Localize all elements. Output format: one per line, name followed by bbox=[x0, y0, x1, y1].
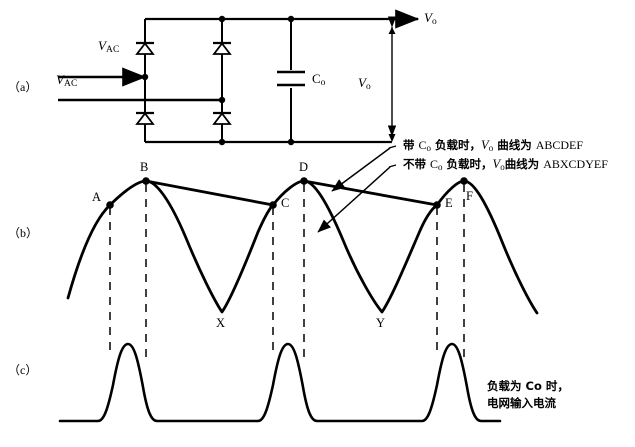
circuit-node bbox=[218, 96, 226, 104]
circuit-node bbox=[218, 15, 226, 23]
diode-d3 bbox=[212, 41, 232, 55]
vo-measure-arrow-head-up bbox=[388, 27, 396, 34]
circuit-node bbox=[141, 73, 149, 81]
leader-arrow-with-cap bbox=[331, 147, 391, 192]
leader-arrow-without-cap bbox=[317, 166, 391, 233]
circuit-node bbox=[218, 138, 226, 146]
leader-dash-with-cap bbox=[388, 145, 397, 149]
panel-tag-a: （a） bbox=[8, 80, 38, 94]
vo-label-output: Vo bbox=[424, 10, 437, 28]
annotation-input-current-line1: 负载为 Co 时， bbox=[487, 379, 569, 393]
waveform-point-a bbox=[106, 201, 114, 209]
annotation-input-current: 负载为 Co 时， 电网输入电流 bbox=[487, 378, 569, 411]
panel-tag-b: （b） bbox=[8, 226, 39, 240]
waveform-b-group bbox=[66, 145, 539, 357]
point-label-f: F bbox=[466, 189, 473, 203]
vo-discharge-segment-bc bbox=[144, 179, 275, 207]
vac-label-top: VAC bbox=[98, 38, 120, 56]
point-label-x: X bbox=[216, 316, 226, 330]
vo-label-measure: Vo bbox=[358, 75, 371, 93]
point-label-y: Y bbox=[376, 316, 386, 330]
capacitor-label-subscript: o bbox=[320, 78, 326, 89]
annotation-with-capacitor: 带 Co 负载时，Vo 曲线为 ABCDEF bbox=[403, 138, 584, 153]
vac-left-subscript: AC bbox=[63, 79, 78, 90]
circuit-node bbox=[287, 15, 295, 23]
vo-discharge-segment-de bbox=[302, 179, 439, 207]
point-label-d: D bbox=[299, 160, 309, 174]
capacitor-label: Co bbox=[312, 71, 326, 89]
point-label-e: E bbox=[445, 196, 453, 210]
waveform-point-c bbox=[269, 201, 277, 209]
circuit-schematic-group bbox=[58, 9, 420, 146]
annotation-input-current-line2: 电网输入电流 bbox=[487, 395, 556, 410]
point-label-b: B bbox=[140, 160, 149, 174]
point-label-a: A bbox=[92, 190, 102, 204]
waveform-point-f bbox=[460, 177, 468, 185]
vac-top-subscript: AC bbox=[105, 45, 120, 56]
circuit-node bbox=[287, 138, 295, 146]
diode-d2 bbox=[135, 111, 155, 125]
annotation-without-capacitor: 不带 Co 负载时，Vo曲线为 ABXCDYEF bbox=[403, 157, 608, 172]
leader-dash-without-cap bbox=[388, 164, 397, 168]
waveform-c-group bbox=[58, 342, 502, 423]
vo-measure-subscript: o bbox=[365, 82, 371, 93]
dashed-guides bbox=[109, 184, 465, 357]
vo-measure-arrow-head-down bbox=[388, 134, 396, 142]
point-label-c: C bbox=[281, 196, 290, 210]
diode-d1 bbox=[135, 41, 155, 55]
vo-output-subscript: o bbox=[431, 17, 437, 28]
vac-label-left: VAC bbox=[56, 72, 78, 90]
panel-tag-c: （c） bbox=[8, 363, 38, 377]
waveform-point-d bbox=[300, 177, 308, 185]
waveform-point-e bbox=[433, 201, 441, 209]
diode-d4 bbox=[212, 111, 232, 125]
input-current-waveform bbox=[58, 342, 502, 423]
waveform-point-b bbox=[142, 177, 150, 185]
